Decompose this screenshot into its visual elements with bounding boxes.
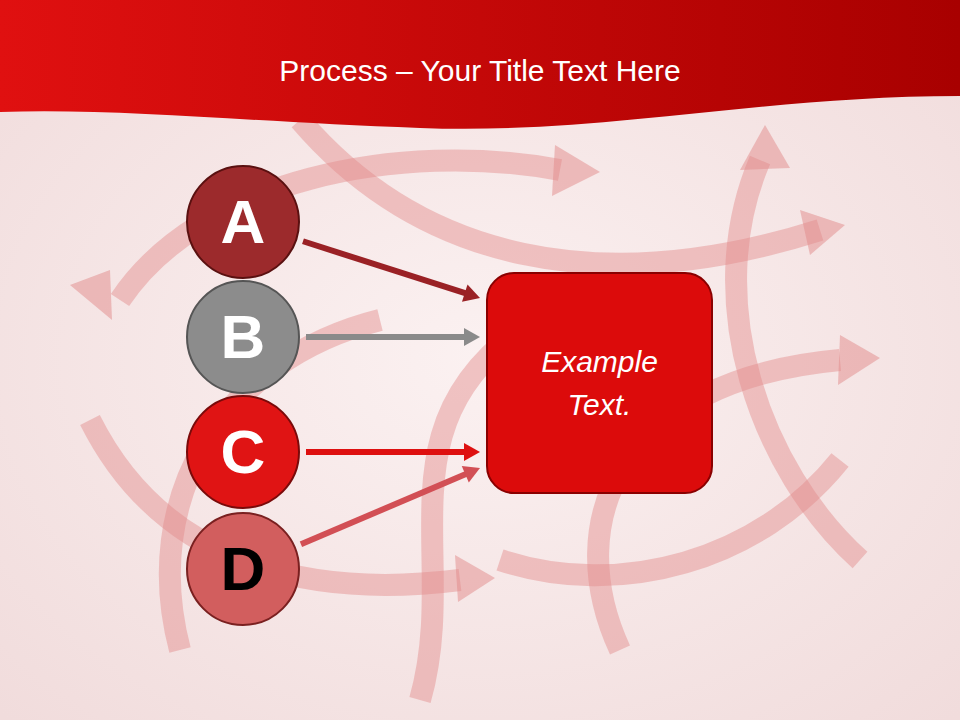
step-letter: B (221, 306, 266, 368)
flow-arrow (306, 443, 480, 461)
step-circle: D (186, 512, 300, 626)
step-circle: C (186, 395, 300, 509)
arrow-heads (70, 125, 880, 602)
step-circle: A (186, 165, 300, 279)
step-circle: B (186, 280, 300, 394)
step-letter: C (221, 421, 266, 483)
slide-title: Process – Your Title Text Here (0, 54, 960, 88)
arrow-swirl (90, 120, 860, 700)
result-box: Example Text. (486, 272, 713, 494)
flow-arrow (303, 241, 480, 301)
flow-arrow (301, 466, 480, 544)
box-text: Example Text. (525, 340, 675, 427)
header-band (0, 0, 960, 129)
flow-arrow (306, 328, 480, 346)
step-letter: D (221, 538, 266, 600)
step-letter: A (221, 191, 266, 253)
